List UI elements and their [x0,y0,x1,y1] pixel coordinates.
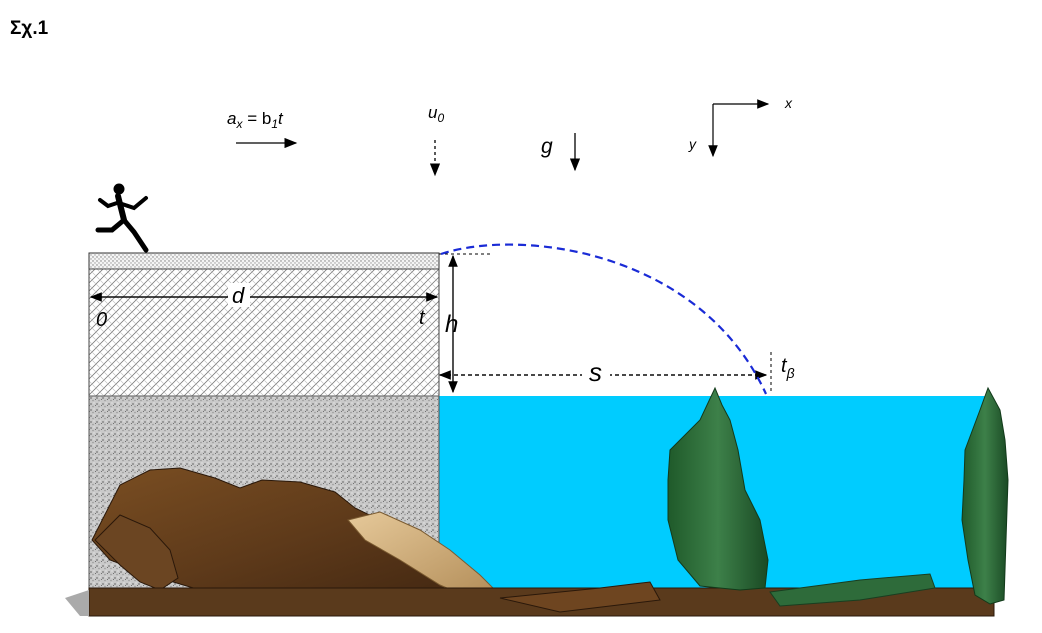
axis-y-label: y [688,136,697,152]
height-h-label: h [445,311,458,338]
gravity-label: g [541,135,553,158]
time-t-label: t [419,307,426,329]
ground-plant-log [769,573,936,607]
landing-time-label: tβ [781,355,795,381]
range-s-label: s [589,357,602,387]
projectile-trajectory [440,243,767,395]
plant-right [961,386,1009,605]
range-s-label-bg [582,360,610,386]
start-0-label: 0 [96,309,107,331]
distance-d-label-bg [228,283,250,307]
axis-x-label: x [784,95,793,111]
rock-left [94,514,179,591]
acceleration-label: ax = b1t [227,109,284,131]
runner-figure [95,183,149,253]
figure-title: Σχ.1 [10,18,49,39]
initial-velocity-label: u0 [428,103,444,125]
ground-shadow [65,590,89,616]
plant-middle [667,386,769,591]
cliff-top-slab [88,252,440,270]
cliff-brick-section [88,268,440,397]
ground-log-1 [499,581,661,613]
distance-d-label: d [232,283,245,308]
